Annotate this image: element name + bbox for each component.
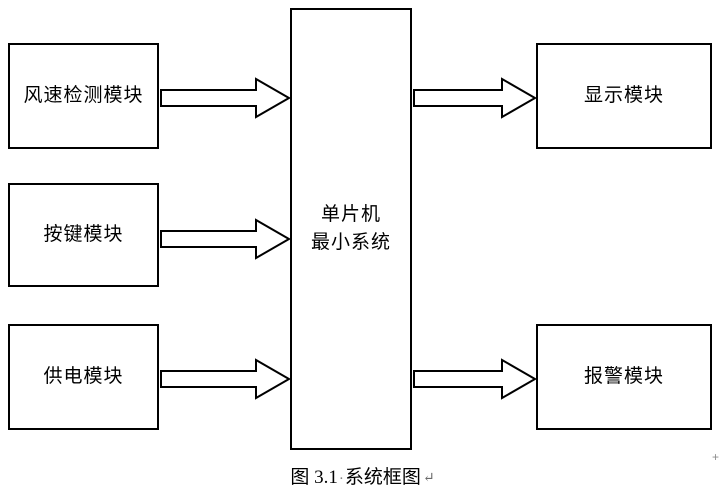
block-mcu-minimum-system[interactable]: 单片机 最小系统 <box>290 8 412 450</box>
block-label: 单片机 最小系统 <box>310 203 391 254</box>
margin-mark-icon: + <box>712 450 720 464</box>
block-key-module[interactable]: 按键模块 <box>8 183 159 287</box>
figure-number: 图 3.1 <box>290 467 338 488</box>
figure-caption: 图 3.1·系统框图↵ <box>0 462 725 489</box>
arrow-power-to-mcu <box>160 358 292 400</box>
block-wind-speed-detection-module[interactable]: 风速检测模块 <box>8 43 159 149</box>
block-power-supply-module[interactable]: 供电模块 <box>8 324 159 430</box>
block-alarm-module[interactable]: 报警模块 <box>536 324 712 430</box>
caption-text: 系统框图 <box>344 467 421 488</box>
block-label: 显示模块 <box>583 85 664 107</box>
pilcrow-icon: ↵ <box>422 471 435 486</box>
block-label: 报警模块 <box>583 366 664 388</box>
block-display-module[interactable]: 显示模块 <box>536 43 712 149</box>
block-label: 供电模块 <box>43 366 124 388</box>
arrow-mcu-to-display <box>413 77 538 119</box>
arrow-wind-to-mcu <box>160 77 292 119</box>
arrow-mcu-to-alarm <box>413 358 538 400</box>
arrow-key-to-mcu <box>160 218 292 260</box>
caption-separator-dot: · <box>338 471 344 487</box>
block-label: 按键模块 <box>43 224 124 246</box>
block-label: 风速检测模块 <box>23 85 144 107</box>
